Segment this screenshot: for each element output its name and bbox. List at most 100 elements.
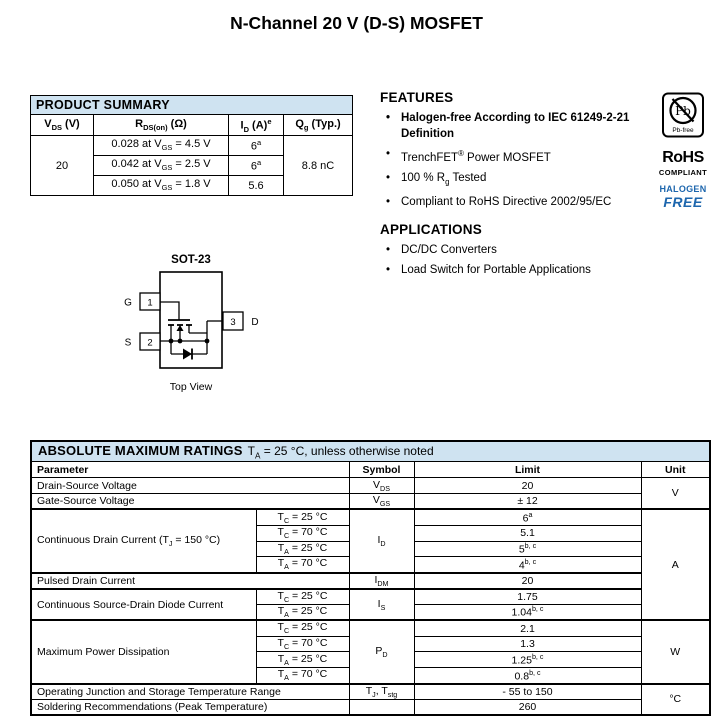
pb-free-icon: Pb Pb-free <box>662 92 704 138</box>
list-item: DC/DC Converters <box>380 242 658 258</box>
param-cell: Operating Junction and Storage Temperatu… <box>30 682 350 700</box>
condition-cell: TA = 25 °C <box>255 651 350 669</box>
list-item: Halogen-free According to IEC 61249-2-21… <box>380 110 658 142</box>
limit-cell: ± 12 <box>413 493 642 510</box>
halogen-free-label: FREE <box>663 194 703 210</box>
pin-3-number: 3 <box>230 317 235 328</box>
rdson-cell: 0.050 at VGS = 1.8 V <box>93 175 229 196</box>
unit-cell: W <box>640 619 711 685</box>
limit-cell: 0.8b, c <box>413 667 642 685</box>
limit-cell: 1.3 <box>413 635 642 653</box>
symbol-cell: VGS <box>348 493 415 510</box>
product-summary-title: PRODUCT SUMMARY <box>29 95 354 115</box>
features-heading: FEATURES <box>380 90 454 105</box>
list-item: Load Switch for Portable Applications <box>380 262 658 278</box>
rohs-label: RoHS <box>662 149 704 166</box>
amr-title: ABSOLUTE MAXIMUM RATINGS <box>38 443 243 458</box>
table-row: TC = 70 °C 5.1 <box>31 524 710 542</box>
param-cell: Maximum Power Dissipation <box>30 619 257 685</box>
condition-cell: TC = 25 °C <box>255 619 350 637</box>
junction-dots <box>168 338 210 344</box>
unit-cell: A <box>640 508 711 621</box>
rdson-cell: 0.028 at VGS = 4.5 V <box>93 135 229 156</box>
symbol-cell: VDS <box>348 477 415 495</box>
param-cell: Continuous Source-Drain Diode Current <box>30 587 257 621</box>
row-gate-source-voltage: Gate-Source Voltage VGS ± 12 <box>30 493 710 510</box>
limit-cell: 2.1 <box>413 619 642 637</box>
condition-cell: TA = 25 °C <box>255 604 350 621</box>
row-temperature-range: Operating Junction and Storage Temperatu… <box>30 682 711 716</box>
table-row: 0.050 at VGS = 1.8 V 5.6 <box>31 175 353 196</box>
condition-cell: TA = 70 °C <box>255 667 350 685</box>
limit-cell: 1.04b, c <box>413 604 642 621</box>
source-label: S <box>125 338 132 349</box>
table-row: TC = 70 °C 1.3 <box>31 635 710 653</box>
rdson-cell: 0.042 at VGS = 2.5 V <box>93 155 229 176</box>
col-header-qg: Qg (Typ.) <box>282 114 354 136</box>
mosfet-symbol <box>160 301 223 354</box>
id-cell: 6a <box>228 135 284 156</box>
col-header-rdson: RDS(on) (Ω) <box>93 114 229 136</box>
param-cell: Drain-Source Voltage <box>30 477 350 495</box>
page-title: N-Channel 20 V (D-S) MOSFET <box>230 13 483 33</box>
col-header-vds: VDS (V) <box>30 114 94 136</box>
bulk-arrow <box>176 325 184 331</box>
rohs-compliant-label: COMPLIANT <box>658 168 708 177</box>
table-row: TA = 25 °C 1.04b, c <box>31 604 710 621</box>
applications-list: DC/DC Converters Load Switch for Portabl… <box>380 242 658 278</box>
condition-cell: TC = 70 °C <box>255 635 350 653</box>
halogen-label: HALOGEN <box>659 184 707 194</box>
limit-cell: 5.1 <box>413 524 642 542</box>
pin-2-number: 2 <box>147 338 152 349</box>
symbol-cell: PD <box>348 619 415 685</box>
condition-cell: TA = 70 °C <box>255 556 350 574</box>
package-diagram: SOT-23 1 2 3 G S D <box>112 250 307 403</box>
limit-cell: 20 <box>413 571 642 590</box>
param-cell: Pulsed Drain Current <box>30 571 350 590</box>
limit-cell: 20 <box>413 477 642 495</box>
id-cell: 5.6 <box>228 175 284 196</box>
drain-label: D <box>251 317 258 328</box>
condition-cell: TC = 25 °C <box>255 508 350 526</box>
symbol-cell: IDM <box>348 571 415 590</box>
row-pulsed-drain-current: Pulsed Drain Current IDM 20 <box>30 571 710 590</box>
certification-badges: Pb Pb-free RoHS COMPLIANT HALOGEN FREE <box>656 92 710 210</box>
table-row: Parameter Symbol Limit Unit <box>30 461 711 479</box>
row-maximum-power-dissipation: Maximum Power Dissipation TC = 25 °C PD … <box>30 619 711 685</box>
vds-value-cell: 20 <box>30 135 94 196</box>
condition-cell: TC = 25 °C <box>255 587 350 606</box>
features-section: FEATURES Halogen-free According to IEC 6… <box>380 90 658 290</box>
row-source-drain-diode-current: Continuous Source-Drain Diode Current TC… <box>30 587 710 621</box>
limit-cell: 260 <box>413 698 642 716</box>
col-header-unit: Unit <box>640 461 711 479</box>
list-item: Compliant to RoHS Directive 2002/95/EC <box>380 194 658 210</box>
top-view-label: Top View <box>170 381 213 393</box>
limit-cell: 5b, c <box>413 540 642 558</box>
symbol-cell: TJ, Tstg <box>348 682 415 700</box>
list-item: 100 % Rg Tested <box>380 170 658 190</box>
table-row: 0.042 at VGS = 2.5 V 6a <box>31 155 353 176</box>
limit-cell: 1.75 <box>413 587 642 606</box>
limit-cell: 6a <box>413 508 642 526</box>
unit-cell: °C <box>640 682 711 716</box>
condition-cell: TA = 25 °C <box>255 540 350 558</box>
applications-heading: APPLICATIONS <box>380 222 482 238</box>
limit-cell: 4b, c <box>413 556 642 574</box>
svg-text:Pb-free: Pb-free <box>672 127 694 134</box>
product-summary-table: PRODUCT SUMMARY VDS (V) RDS(on) (Ω) ID (… <box>29 95 354 196</box>
row-soldering-recommendations: Soldering Recommendations (Peak Temperat… <box>30 698 710 716</box>
limit-cell: - 55 to 150 <box>413 682 642 700</box>
param-cell: Gate-Source Voltage <box>30 493 350 510</box>
param-cell: Continuous Drain Current (TJ = 150 °C) <box>30 508 257 574</box>
symbol-cell: ID <box>348 508 415 574</box>
col-header-symbol: Symbol <box>348 461 415 479</box>
limit-cell: 1.25b, c <box>413 651 642 669</box>
qg-value-cell: 8.8 nC <box>282 135 354 196</box>
col-header-limit: Limit <box>413 461 642 479</box>
features-list: Halogen-free According to IEC 61249-2-21… <box>380 110 658 210</box>
package-name: SOT-23 <box>171 254 211 266</box>
col-header-id: ID (A)e <box>228 114 284 136</box>
